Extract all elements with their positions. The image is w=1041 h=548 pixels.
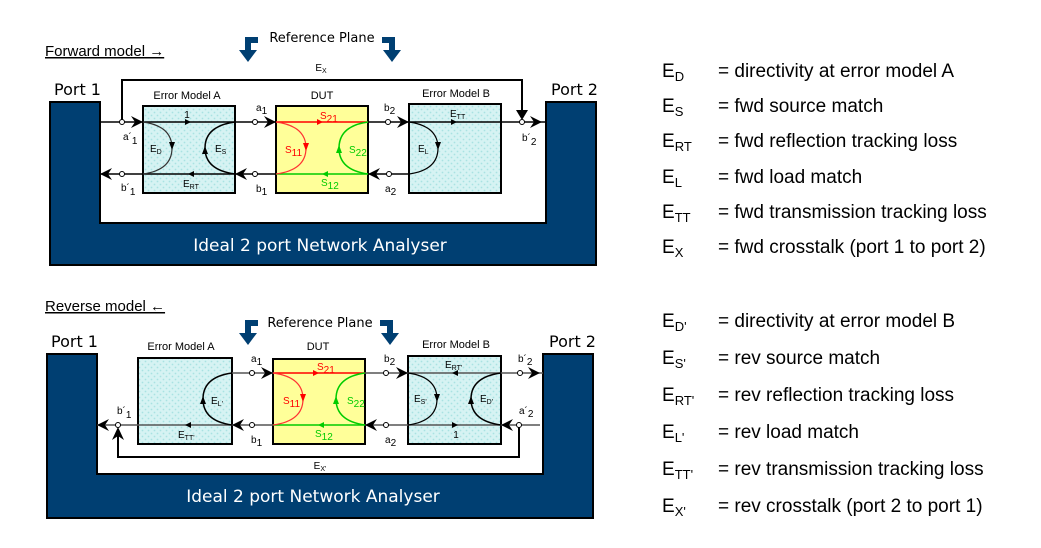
legend-item: ERT'= rev reflection tracking loss — [662, 385, 955, 408]
forward-model: Forward model → Port 1 Port 2 Ideal 2 po… — [45, 31, 598, 266]
reverse-el-label: EL' — [211, 396, 223, 408]
forward-b2-label: b2 — [384, 103, 396, 117]
reverse-model: Reverse model ← Port 1 Port 2 Ideal 2 po… — [45, 298, 596, 519]
reverse-crosstalk-label: EX' — [314, 461, 327, 473]
reverse-port2-label: Port 2 — [549, 332, 596, 351]
legend-item: ETT= fwd transmission tracking loss — [662, 202, 987, 225]
forward-el-label: EL — [418, 144, 429, 156]
reverse-b2p-label: b´2 — [518, 353, 533, 368]
legend-item: EX= fwd crosstalk (port 1 to port 2) — [662, 237, 986, 260]
legend-item: ETT'= rev transmission tracking loss — [662, 459, 984, 482]
forward-crosstalk-path — [121, 79, 523, 120]
forward-ett-label: ETT — [450, 109, 466, 121]
reverse-error-model-a-box — [137, 357, 233, 445]
reverse-b1-label: b1 — [251, 435, 263, 449]
reverse-b1p-label: b´1 — [117, 405, 132, 421]
forward-ert-label: ERT — [183, 179, 200, 191]
legend-item: EL= fwd load match — [662, 167, 863, 190]
reverse-unity-label: 1 — [453, 430, 459, 441]
reverse-port1-label: Port 1 — [51, 332, 98, 351]
reverse-a1-label: a1 — [251, 354, 263, 368]
forward-s22-label: S22 — [349, 145, 367, 159]
reverse-ett-label: ETT' — [178, 430, 195, 442]
reverse-ed-label: ED' — [480, 394, 493, 406]
forward-reference-plane-label: Reference Plane — [269, 31, 374, 46]
reverse-dut-label: DUT — [307, 341, 330, 353]
reverse-error-model-b-label: Error Model B — [422, 339, 490, 351]
legend-item: ED'= directivity at error model B — [662, 311, 956, 334]
forward-error-model-b-box — [408, 103, 502, 194]
forward-model-title: Forward model → — [45, 43, 164, 60]
forward-a1-label: a1 — [256, 103, 268, 117]
forward-error-model-b-label: Error Model B — [422, 88, 490, 100]
forward-a1p-label: a´1 — [123, 131, 138, 147]
reverse-a2p-label: a´2 — [519, 405, 534, 420]
forward-error-model-a-label: Error Model A — [153, 90, 221, 102]
legend-item: EL'= rev load match — [662, 422, 859, 445]
reverse-s11-label: S11 — [283, 396, 300, 410]
forward-s21-label: S21 — [320, 111, 338, 125]
forward-dut-label: DUT — [311, 90, 334, 102]
forward-crosstalk-arrow-icon — [516, 110, 528, 120]
reverse-b2-label: b2 — [384, 354, 396, 368]
forward-crosstalk-label: EX — [315, 63, 327, 75]
forward-b1p-label: b´1 — [121, 182, 136, 198]
reverse-reference-plane-label: Reference Plane — [267, 316, 372, 331]
reverse-analyser-label: Ideal 2 port Network Analyser — [186, 487, 440, 507]
forward-reference-plane-right-arrow-icon — [382, 37, 401, 62]
reverse-s22-label: S22 — [347, 396, 365, 410]
reverse-crosstalk-arrow-icon — [112, 427, 124, 440]
forward-s12-label: S12 — [321, 178, 339, 192]
reverse-error-model-a-label: Error Model A — [147, 341, 215, 353]
legend-item: ED= directivity at error model A — [662, 61, 955, 84]
reverse-analyser-body — [46, 353, 594, 519]
reverse-error-model-b-box — [407, 355, 502, 445]
reverse-s12-label: S12 — [315, 429, 333, 443]
forward-b2p-label: b´2 — [522, 132, 537, 148]
forward-port2-label: Port 2 — [551, 80, 598, 99]
reverse-model-title: Reverse model ← — [45, 298, 165, 315]
reverse-reference-plane-right-arrow-icon — [380, 320, 399, 345]
reverse-ert-label: ERT' — [445, 360, 462, 372]
legend-item: ES'= rev source match — [662, 348, 881, 371]
reverse-s21-label: S21 — [317, 362, 335, 376]
forward-ed-label: ED — [150, 144, 162, 156]
forward-error-model-a-box — [142, 105, 236, 194]
legend-item: ERT= fwd reflection tracking loss — [662, 131, 958, 154]
forward-s11-label: S11 — [285, 145, 302, 159]
forward-a2-label: a2 — [385, 184, 397, 198]
forward-b1-label: b1 — [256, 184, 268, 198]
forward-port1-label: Port 1 — [54, 80, 101, 99]
forward-analyser-label: Ideal 2 port Network Analyser — [193, 236, 447, 256]
forward-analyser-body — [49, 101, 597, 266]
forward-reference-plane-left-arrow-icon — [239, 37, 258, 62]
forward-unity-label: 1 — [184, 110, 190, 121]
reverse-reference-plane-left-arrow-icon — [239, 320, 258, 345]
forward-dut-box — [275, 105, 369, 194]
reverse-es-label: ES' — [414, 394, 427, 406]
legend-item: ES= fwd source match — [662, 96, 884, 119]
reverse-crosstalk-path — [117, 427, 520, 458]
reverse-a2-label: a2 — [385, 435, 397, 449]
legend-item: EX'= rev crosstalk (port 2 to port 1) — [662, 496, 983, 519]
forward-es-label: ES — [215, 144, 227, 156]
